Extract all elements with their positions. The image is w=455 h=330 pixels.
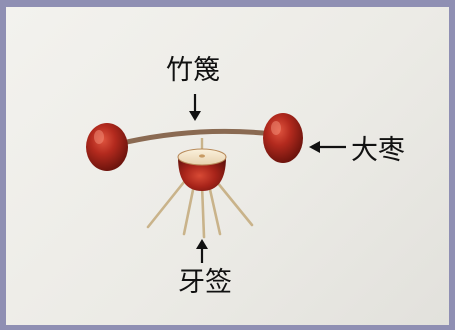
label-jujube: 大枣 — [351, 137, 405, 164]
toothpick-center-right — [209, 185, 220, 234]
arrow-left-to-jujube — [309, 141, 346, 153]
jujube-left — [86, 123, 128, 171]
toothpick-left — [148, 182, 184, 227]
label-toothpick: 牙签 — [178, 269, 232, 296]
toothpick-center-left — [184, 185, 194, 234]
arrow-down-to-strip — [189, 94, 201, 121]
diagram-canvas: 竹篾 大枣 牙签 — [6, 7, 449, 325]
label-bamboo-strip: 竹篾 — [166, 57, 220, 84]
jujube-right — [263, 113, 303, 163]
arrow-up-to-toothpicks — [196, 239, 208, 263]
toothpick-right — [217, 182, 252, 225]
toothpick-center — [202, 185, 204, 237]
